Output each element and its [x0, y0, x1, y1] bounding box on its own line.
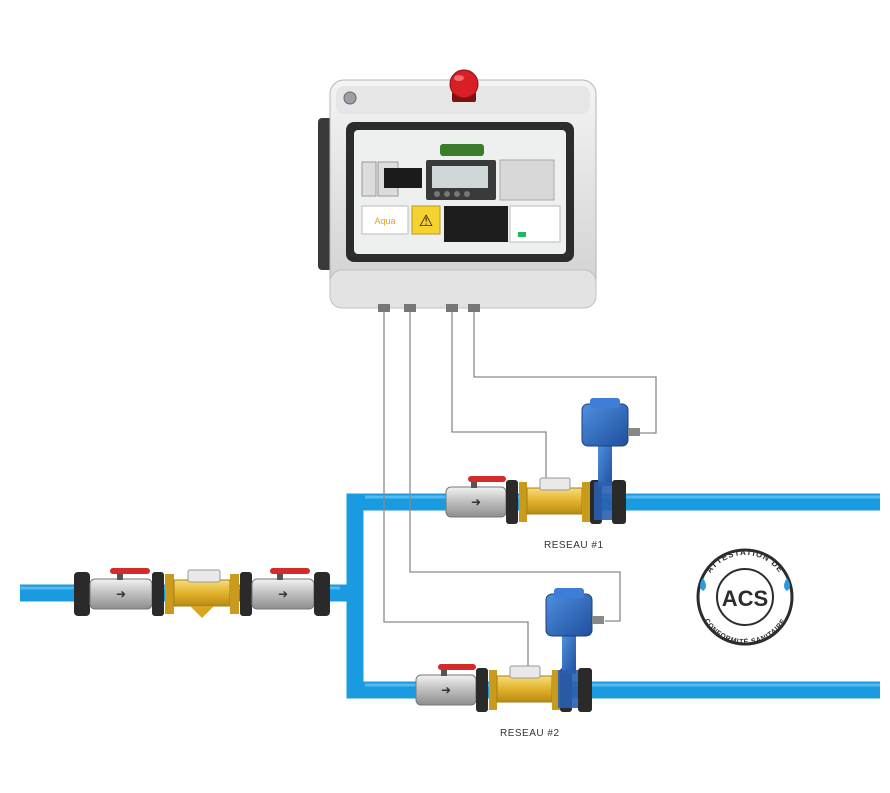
cable-gland — [378, 304, 390, 312]
screw — [343, 91, 357, 105]
brand-badge — [440, 144, 484, 156]
flange — [578, 668, 592, 712]
warning-plate — [411, 205, 441, 235]
control-cabinet: Aqua ⚠ — [318, 69, 597, 312]
brass-flange — [489, 670, 497, 710]
indicator-led — [518, 232, 526, 237]
cable-gland — [404, 304, 416, 312]
acs-certification-badge: ATTESTATION DE CONFORMITÉ SANITAIRE ACS — [696, 548, 794, 646]
brass-flange — [582, 482, 590, 522]
info-label — [509, 205, 561, 243]
brass-flange — [519, 482, 527, 522]
valve-handle — [468, 476, 506, 482]
brass-flange — [552, 670, 560, 710]
valve-handle — [110, 568, 150, 574]
network-2-assembly: ➜ — [415, 588, 604, 712]
flange — [152, 572, 164, 616]
sensor-head — [581, 403, 629, 447]
valve-stem — [471, 480, 477, 488]
sensor-cap — [554, 588, 584, 598]
stop-button-icon — [449, 69, 479, 99]
badge-inner — [716, 568, 774, 626]
sensor-cap — [590, 398, 620, 408]
sensor-stem — [598, 446, 612, 486]
cabinet-brand: Aqua — [374, 216, 395, 226]
valve-stem — [117, 572, 123, 580]
flow-arrow-icon: ➜ — [471, 495, 481, 509]
breaker — [361, 161, 377, 197]
brass-body — [496, 675, 553, 703]
badge-center-text: ACS — [722, 586, 768, 611]
wire-1 — [383, 310, 529, 668]
meter-head — [539, 477, 571, 491]
meter-head — [509, 665, 541, 679]
valve-stem — [441, 668, 447, 676]
sensor-connector — [592, 616, 604, 624]
label-network-1: RESEAU #1 — [544, 540, 604, 551]
inlet-assembly: ➜ ➜ — [74, 568, 330, 618]
brass-flange — [165, 574, 174, 614]
controller-key — [444, 191, 450, 197]
sensor-head — [545, 593, 593, 637]
brass-body — [173, 579, 231, 607]
flow-arrow-icon: ➜ — [441, 683, 451, 697]
flange — [612, 480, 626, 524]
flange — [476, 668, 488, 712]
water-drop-icon — [700, 578, 706, 591]
water-drop-icon — [784, 578, 790, 591]
controller-screen — [432, 166, 488, 188]
valve-handle — [438, 664, 476, 670]
flange — [240, 572, 252, 616]
cable-gland — [468, 304, 480, 312]
label-network-2: RESEAU #2 — [500, 728, 560, 739]
stop-button-shine — [454, 75, 464, 81]
wire-4 — [473, 310, 657, 434]
warning-icon: ⚠ — [419, 213, 433, 230]
sensor-connector — [628, 428, 640, 436]
valve-stem — [277, 572, 283, 580]
din-rail-module — [499, 159, 555, 201]
flange — [314, 572, 330, 616]
wire-3 — [451, 310, 547, 479]
valve-handle — [270, 568, 310, 574]
brass-body — [526, 487, 583, 515]
sensor-stem — [562, 636, 576, 674]
controller-key — [454, 191, 460, 197]
controller-key — [464, 191, 470, 197]
sensor-probe — [558, 670, 580, 708]
meter-head — [187, 569, 221, 583]
logo-plate — [361, 205, 409, 235]
flow-arrow-icon: ➜ — [116, 587, 126, 601]
manifold-pipe — [346, 493, 880, 699]
flow-arrow-icon: ➜ — [278, 587, 288, 601]
controller-key — [434, 191, 440, 197]
wire-2 — [409, 310, 621, 622]
network-1-assembly: ➜ — [445, 398, 640, 524]
flange — [74, 572, 90, 616]
brass-flange — [230, 574, 239, 614]
info-label — [444, 206, 508, 242]
cable-gland — [446, 304, 458, 312]
flange — [506, 480, 518, 524]
brass-bowl — [190, 606, 214, 618]
digital-display — [384, 168, 422, 188]
signal-wires — [383, 310, 657, 668]
cabinet-bottom-band — [329, 269, 597, 309]
sensor-probe — [594, 482, 616, 520]
